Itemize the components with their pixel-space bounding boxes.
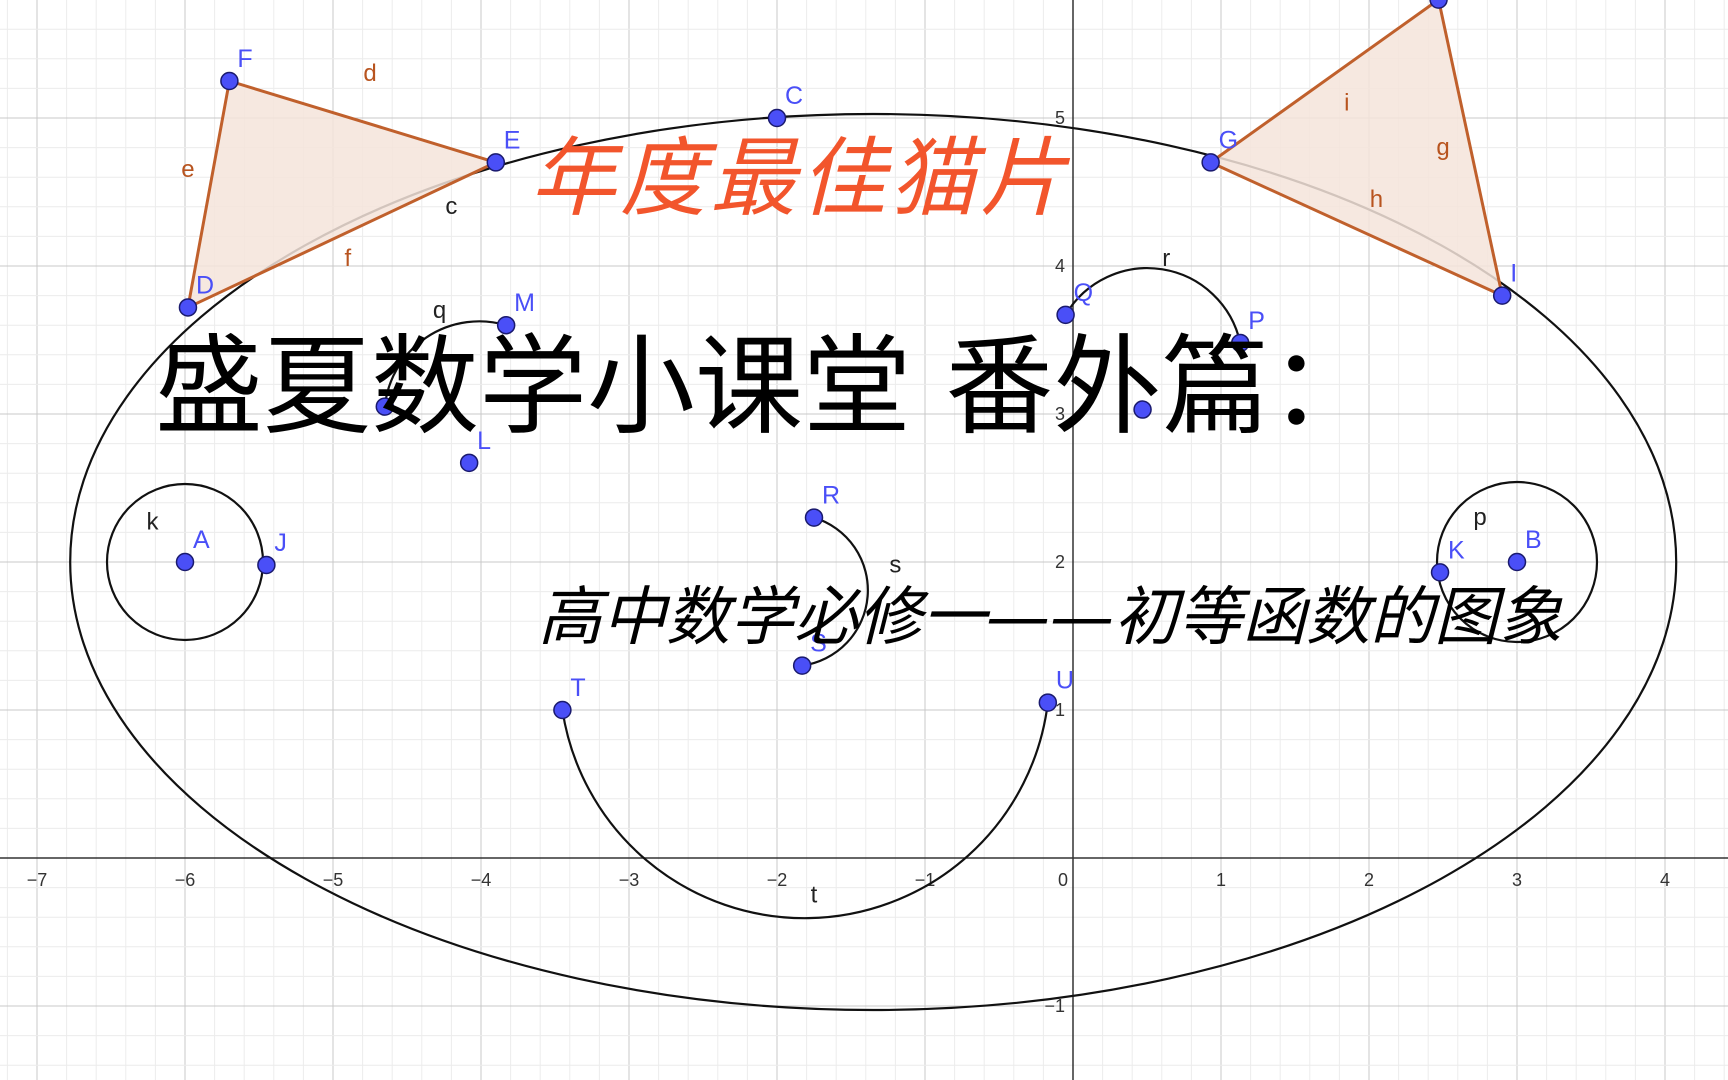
segment-label: h [1370, 186, 1383, 213]
point-marker [1429, 0, 1448, 9]
x-tick-label: 1 [1216, 870, 1226, 890]
point-marker [257, 555, 276, 575]
right-brow-arc [1064, 267, 1242, 344]
x-tick-label: 2 [1364, 870, 1374, 890]
point-marker [220, 71, 239, 91]
segment-label: d [363, 60, 376, 87]
segment-label: f [344, 245, 351, 272]
point-marker [459, 453, 479, 473]
point-label: P [1248, 307, 1265, 335]
point-label: G [1219, 126, 1238, 154]
segment-label: t [811, 881, 818, 908]
point-marker [375, 397, 395, 416]
video-subtitle: 高中数学必修一——初等函数的图象 [538, 581, 1562, 655]
x-tick-label: −7 [27, 870, 48, 890]
point-marker [1038, 693, 1058, 712]
segment-label: g [1436, 134, 1449, 161]
point-label: L [477, 427, 491, 455]
x-tick-label: 0 [1058, 870, 1068, 890]
point-marker [1230, 333, 1250, 353]
x-tick-label: −3 [619, 870, 640, 890]
segment-label: r [1162, 245, 1170, 272]
point-marker [1430, 563, 1450, 582]
x-tick-label: 3 [1512, 870, 1522, 890]
point-marker [1056, 305, 1075, 325]
point-marker [767, 108, 787, 128]
point-marker [175, 552, 195, 572]
point-label: M [514, 289, 535, 317]
right-ear-triangle [1209, 0, 1504, 298]
x-tick-label: 4 [1660, 870, 1670, 890]
segment-label: i [1344, 90, 1349, 117]
point-label: I [1510, 260, 1517, 288]
y-tick-label: 2 [1055, 552, 1065, 572]
mouth-arc [561, 702, 1049, 920]
y-tick-label: −1 [1044, 996, 1065, 1016]
segment-label: c [445, 193, 457, 220]
y-tick-label: 4 [1055, 256, 1065, 276]
head-ellipse [69, 112, 1678, 1012]
video-title-main: 盛夏数学小课堂 番外篇： [155, 325, 1378, 450]
left-ear-triangle [186, 79, 498, 309]
point-label: C [785, 82, 803, 110]
point-label: D [196, 271, 214, 299]
x-tick-label: −1 [915, 870, 936, 890]
point-label: Q [1074, 279, 1093, 307]
x-tick-label: −5 [323, 870, 344, 890]
segment-label: s [889, 551, 901, 578]
point-label: R [822, 482, 840, 510]
point-marker [804, 508, 824, 527]
point-label: F [237, 45, 252, 73]
x-tick-label: −4 [471, 870, 492, 890]
point-marker [486, 153, 506, 172]
x-tick-label: −6 [175, 870, 196, 890]
point-label: B [1525, 526, 1542, 554]
right-eye-circle [1435, 480, 1599, 644]
point-label: E [504, 126, 521, 154]
points-layer: FEDCGHIMLQPAJRSTUKB [175, 0, 1542, 720]
point-label: K [1448, 536, 1465, 564]
point-label: A [193, 526, 210, 554]
segment-label: e [181, 156, 194, 183]
point-marker [178, 298, 198, 317]
point-label: S [810, 630, 827, 658]
y-tick-label: 5 [1055, 108, 1065, 128]
point-label: J [274, 529, 287, 557]
x-tick-label: −2 [767, 870, 788, 890]
point-label: T [570, 674, 585, 702]
y-tick-label: 3 [1055, 404, 1065, 424]
point-marker [553, 700, 572, 720]
point-label: U [1056, 667, 1074, 695]
y-tick-label: 1 [1055, 700, 1065, 720]
point-marker [1133, 400, 1152, 419]
point-marker [792, 656, 812, 675]
point-marker [496, 315, 516, 335]
axis-tick-labels: −7 −6 −5 −4 −3 −2 −1 0 1 2 3 4 −1 1 2 3 4 5 [27, 108, 1670, 1016]
segment-label: q [433, 297, 446, 324]
segment-labels: d e c f i g h r q k p s t [146, 60, 1486, 908]
point-marker [1507, 552, 1527, 572]
point-marker [1201, 153, 1220, 172]
video-title-red: 年度最佳猫片 [530, 129, 1070, 229]
point-marker [1492, 286, 1512, 305]
segment-label: k [146, 508, 159, 535]
left-brow-arc [383, 320, 507, 407]
segment-label: p [1473, 504, 1486, 531]
nose-arc [802, 516, 869, 667]
